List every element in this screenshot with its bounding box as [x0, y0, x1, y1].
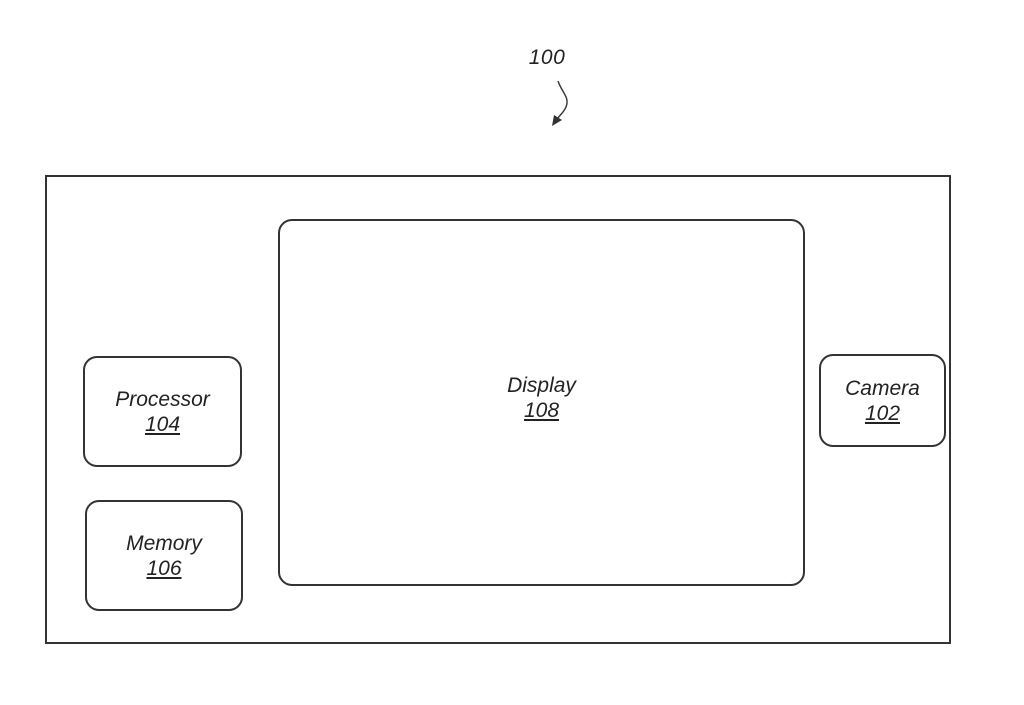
display-label: Display [507, 373, 576, 398]
processor-number: 104 [145, 412, 180, 437]
processor-label: Processor [115, 387, 210, 412]
camera-block: Camera 102 [819, 354, 946, 447]
figure-reference-number: 100 [522, 46, 572, 70]
camera-number: 102 [865, 401, 900, 426]
processor-block: Processor 104 [83, 356, 242, 467]
memory-number: 106 [146, 556, 181, 581]
display-block: Display 108 [278, 219, 805, 586]
device-outline: Processor 104 Memory 106 Display 108 Cam… [45, 175, 951, 644]
camera-label: Camera [845, 376, 920, 401]
reference-leader-arrow [540, 75, 580, 130]
display-number: 108 [524, 398, 559, 423]
memory-block: Memory 106 [85, 500, 243, 611]
memory-label: Memory [126, 531, 202, 556]
